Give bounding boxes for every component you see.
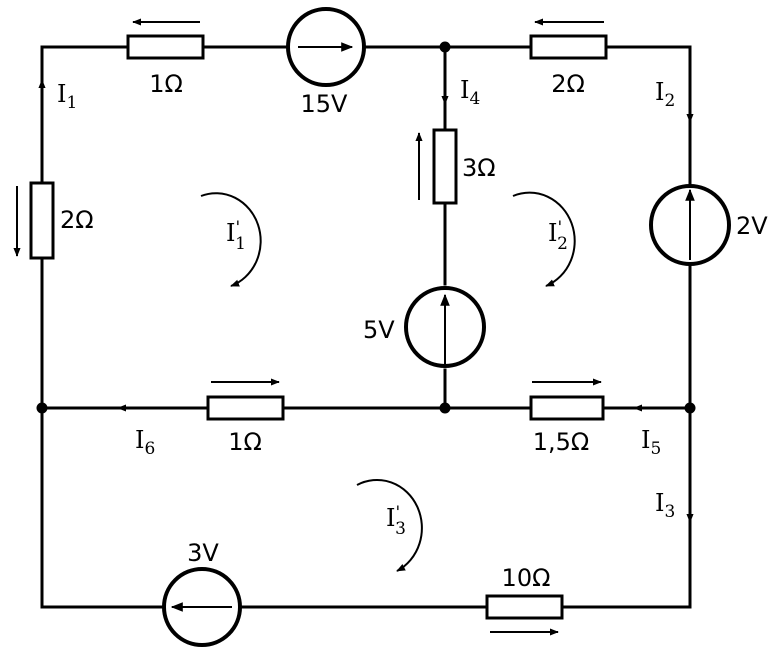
- label-r-top-right: 2Ω: [551, 70, 585, 98]
- label-r-mid-right: 1,5Ω: [533, 428, 590, 456]
- voltage-arrows: [13, 18, 604, 636]
- label-loop-1: I'1: [226, 218, 246, 254]
- label-i5: I5: [641, 426, 661, 459]
- node-top-middle: [439, 41, 451, 53]
- resistor-mid-right: [529, 395, 605, 421]
- node-left: [36, 402, 48, 414]
- label-i6: I6: [135, 426, 155, 459]
- resistor-mid-left: [206, 395, 285, 421]
- source-bottom: [162, 567, 242, 647]
- label-r-left: 2Ω: [60, 206, 94, 234]
- label-loop-2: I'2: [548, 218, 568, 254]
- label-i4: I4: [460, 76, 480, 109]
- source-middle: [404, 286, 486, 368]
- resistor-middle: [432, 128, 458, 205]
- loop-arc-3: [356, 478, 423, 572]
- label-loop-3: I'3: [386, 503, 406, 539]
- label-source-right: 2V: [736, 212, 768, 240]
- label-r-middle: 3Ω: [462, 154, 496, 182]
- source-right: [649, 184, 731, 266]
- label-source-bottom: 3V: [187, 539, 219, 567]
- label-r-mid-left: 1Ω: [228, 428, 262, 456]
- label-source-top: 15V: [301, 90, 349, 118]
- label-i3: I3: [655, 489, 675, 522]
- node-center: [439, 402, 451, 414]
- label-r-bottom: 10Ω: [502, 564, 551, 592]
- resistor-left: [29, 181, 55, 260]
- loop-arc-2: [512, 191, 576, 287]
- label-i2: I2: [655, 78, 675, 111]
- source-top: [286, 7, 366, 87]
- label-r-top-left: 1Ω: [149, 70, 183, 98]
- wires: [40, 45, 692, 609]
- junction-nodes: [36, 41, 696, 414]
- label-i1: I1: [57, 80, 77, 113]
- resistor-bottom: [485, 594, 564, 620]
- current-arrows: [38, 74, 694, 523]
- label-source-middle: 5V: [363, 316, 395, 344]
- node-right: [684, 402, 696, 414]
- resistor-top-right: [529, 34, 608, 60]
- loop-arc-1: [200, 192, 262, 287]
- resistor-top-left: [126, 34, 205, 60]
